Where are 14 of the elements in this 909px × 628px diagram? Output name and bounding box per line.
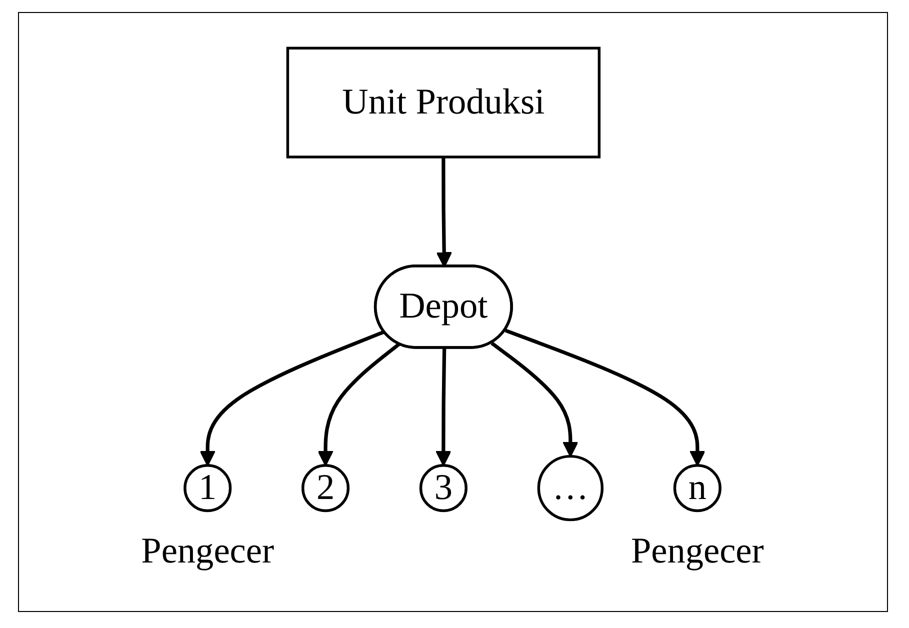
node-circle	[537, 454, 604, 521]
node-circle	[673, 464, 722, 512]
node-circle	[419, 464, 468, 512]
node-caption: Pengecer	[630, 530, 764, 570]
arrow	[200, 330, 385, 466]
node-box	[286, 46, 600, 158]
arrow	[435, 348, 452, 466]
arrow	[504, 328, 706, 466]
arrow	[490, 341, 578, 457]
arrow	[318, 342, 400, 466]
diagram-frame: Unit Produksi Depot 1 2 3 … n Pengecer Pengecer	[18, 12, 888, 612]
node-circle	[301, 464, 350, 512]
node-caption: Pengecer	[141, 530, 274, 570]
node-circle	[184, 464, 232, 512]
